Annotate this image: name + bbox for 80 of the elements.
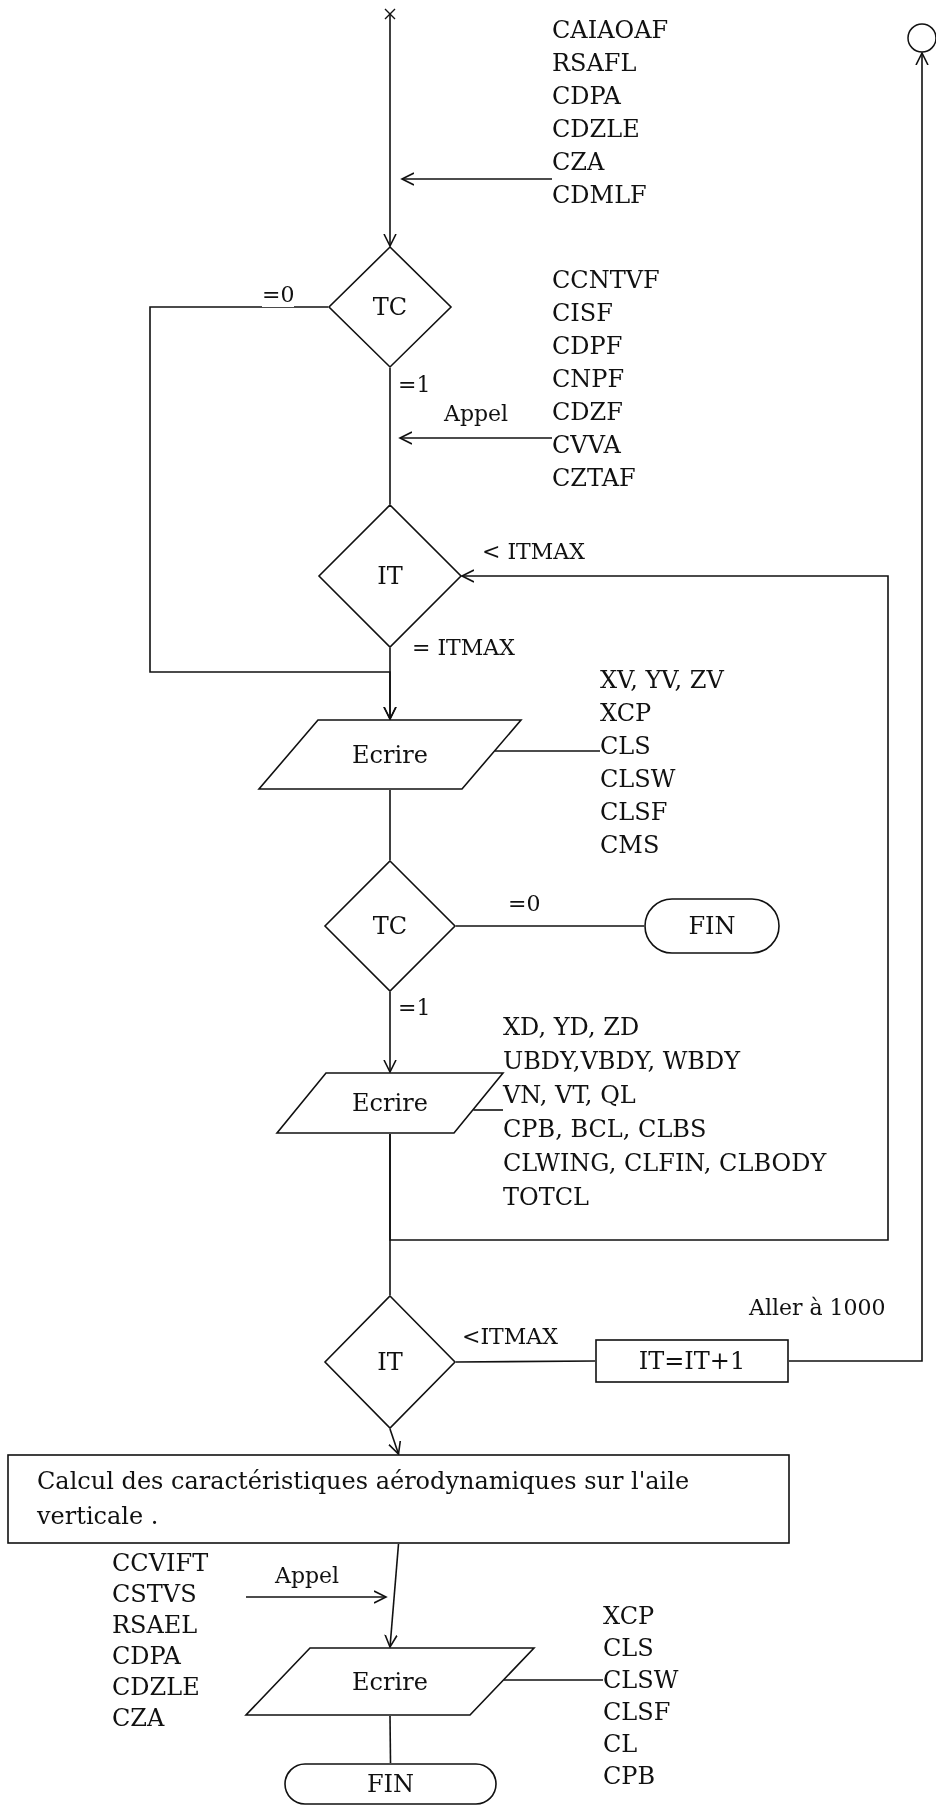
arrow <box>383 647 397 720</box>
terminal-box <box>644 898 780 954</box>
connector-line <box>389 1715 392 1764</box>
variable-name: CDZLE <box>112 1672 201 1703</box>
terminal-text: FIN <box>366 1770 415 1798</box>
output-text: Ecrire <box>352 740 428 769</box>
variable-name: CLSW <box>603 1665 680 1696</box>
condition-text: TC <box>372 912 408 940</box>
variable-name: CDMLF <box>552 180 648 211</box>
variable-name: CZTAF <box>552 463 637 494</box>
edge-label: Appel <box>275 1564 340 1589</box>
variable-name: CLSF <box>603 1697 672 1728</box>
variable-name: CDPA <box>112 1641 182 1672</box>
condition-text: IT <box>377 562 403 590</box>
arrow <box>399 431 553 445</box>
variable-name: XD, YD, ZD <box>503 1012 641 1043</box>
variable-name: CAIAOAF <box>552 15 670 46</box>
connector-line <box>472 1109 504 1111</box>
process-text: Calcul des caractéristiques aérodynamiques sur l'aile verticale . <box>37 1466 691 1532</box>
output-parallelogram <box>258 719 522 790</box>
connector-line <box>389 367 391 505</box>
arrow <box>383 991 397 1073</box>
condition-text: IT <box>377 1348 403 1376</box>
process-box <box>595 1339 789 1383</box>
decision-diamond <box>328 246 452 368</box>
connector-line <box>389 1133 391 1296</box>
edge-label: =0 <box>262 283 295 308</box>
variable-name: CDPF <box>552 331 624 362</box>
variable-name: XCP <box>600 698 653 729</box>
variable-name: CPB <box>603 1761 657 1792</box>
connector-line <box>389 789 391 861</box>
variable-name: CNPF <box>552 364 626 395</box>
arrow <box>245 1590 387 1604</box>
variable-name: CLS <box>600 731 652 762</box>
output-text: Ecrire <box>352 1089 428 1117</box>
output-parallelogram <box>276 1072 504 1134</box>
arrow <box>788 52 929 1362</box>
variable-name: CLSW <box>600 764 677 795</box>
variable-name: CZA <box>112 1703 166 1734</box>
terminal-text: FIN <box>688 912 736 940</box>
output-parallelogram <box>245 1647 535 1716</box>
variable-name: CLWING, CLFIN, CLBODY <box>503 1148 828 1179</box>
condition-text: TC <box>372 293 408 321</box>
output-text: Ecrire <box>352 1667 428 1696</box>
connector-line <box>455 925 645 927</box>
connector-line <box>455 1360 596 1363</box>
arrow <box>401 172 553 186</box>
variable-name: CVVA <box>552 430 622 461</box>
variable-name: CCVIFT <box>112 1548 210 1579</box>
decision-diamond <box>324 860 456 992</box>
process-text: IT=IT+1 <box>638 1347 746 1375</box>
variable-name: RSAFL <box>552 48 638 79</box>
variable-name: TOTCL <box>503 1182 590 1213</box>
process-box <box>7 1454 790 1544</box>
arrow <box>384 1543 400 1648</box>
variable-name: XV, YV, ZV <box>600 665 726 696</box>
variable-name: CL <box>603 1729 639 1760</box>
variable-name: CMS <box>600 830 661 861</box>
variable-name: CPB, BCL, CLBS <box>503 1114 708 1145</box>
variable-name: VN, VT, QL <box>503 1080 637 1111</box>
variable-name: CISF <box>552 298 614 329</box>
arrow <box>389 569 889 1241</box>
variable-name: CZA <box>552 147 606 178</box>
variable-name: CCNTVF <box>552 265 661 296</box>
arrow <box>388 1428 402 1455</box>
variable-name: UBDY,VBDY, WBDY <box>503 1046 742 1077</box>
connector-line <box>494 750 601 752</box>
variable-name: XCP <box>603 1601 656 1632</box>
variable-name: CSTVS <box>112 1579 198 1610</box>
variable-name: CDPA <box>552 81 622 112</box>
arrow <box>383 13 397 247</box>
variable-name: CLSF <box>600 797 669 828</box>
variable-name: CDZF <box>552 397 624 428</box>
variable-name: RSAEL <box>112 1610 199 1641</box>
connector-line <box>503 1679 604 1681</box>
edge-label: Appel <box>444 402 509 427</box>
variable-name: CDZLE <box>552 114 641 145</box>
decision-diamond <box>324 1295 456 1429</box>
terminal-box <box>284 1763 497 1805</box>
variable-name: CLS <box>603 1633 655 1664</box>
